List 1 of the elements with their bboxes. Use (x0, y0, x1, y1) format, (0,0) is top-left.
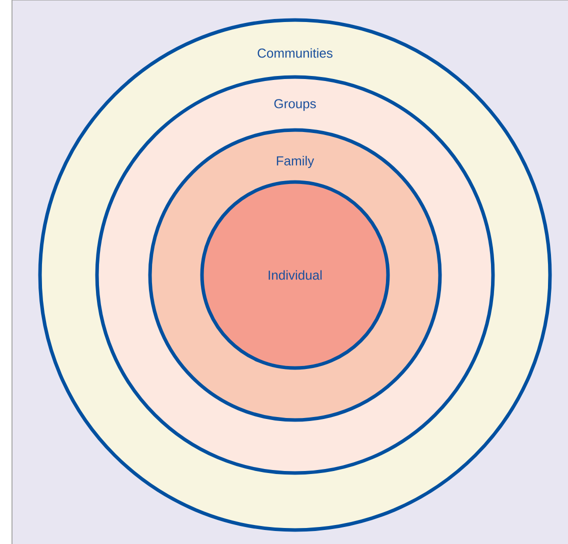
ring-band: Individual (200, 180, 390, 370)
